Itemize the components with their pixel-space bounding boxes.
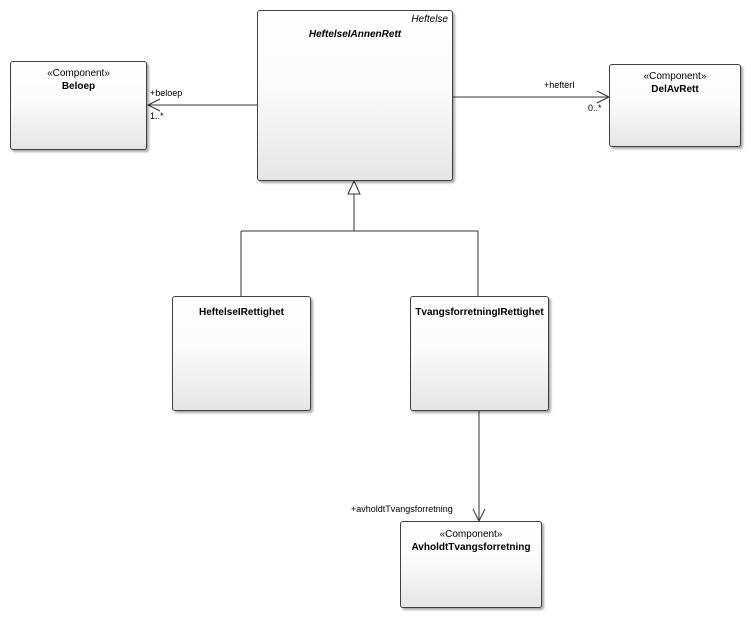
class-name: DelAvRett: [651, 84, 699, 95]
generalization-connector[interactable]: [240, 194, 479, 296]
stereotype-label: «Component»: [47, 68, 110, 79]
class-heftelse-i-rettighet[interactable]: HeftelseIRettighet: [172, 296, 311, 411]
class-beloep[interactable]: «Component» Beloep: [10, 61, 147, 150]
class-name: HeftelseIAnnenRett: [308, 29, 402, 40]
generalization-triangle: [347, 179, 361, 195]
class-name: TvangsforretningIRettighet: [415, 307, 544, 318]
class-del-av-rett[interactable]: «Component» DelAvRett: [609, 64, 741, 147]
class-name: HeftelseIRettighet: [198, 307, 284, 318]
arrowhead-beloep: [146, 98, 161, 112]
class-name: Beloep: [61, 81, 96, 92]
parent-class-label: Heftelse: [411, 14, 448, 25]
role-label-hefterI: +hefterI: [544, 80, 575, 90]
class-avholdt-tvangsforretning[interactable]: «Component» AvholdtTvangsforretning: [400, 521, 542, 608]
role-label-avholdt: +avholdtTvangsforretning: [351, 504, 453, 514]
class-heftelse-i-annen-rett[interactable]: Heftelse HeftelseIAnnenRett: [257, 10, 453, 181]
stereotype-label: «Component»: [439, 529, 503, 540]
class-name: AvholdtTvangsforretning: [411, 542, 531, 553]
class-tvangsforretning-i-rettighet[interactable]: TvangsforretningIRettighet: [410, 296, 549, 411]
role-label-beloep: +beloep: [150, 88, 183, 98]
multiplicity-label-beloep: 1..*: [150, 111, 164, 121]
stereotype-label: «Component»: [643, 71, 707, 82]
multiplicity-label-hefterI: 0..*: [588, 103, 602, 113]
